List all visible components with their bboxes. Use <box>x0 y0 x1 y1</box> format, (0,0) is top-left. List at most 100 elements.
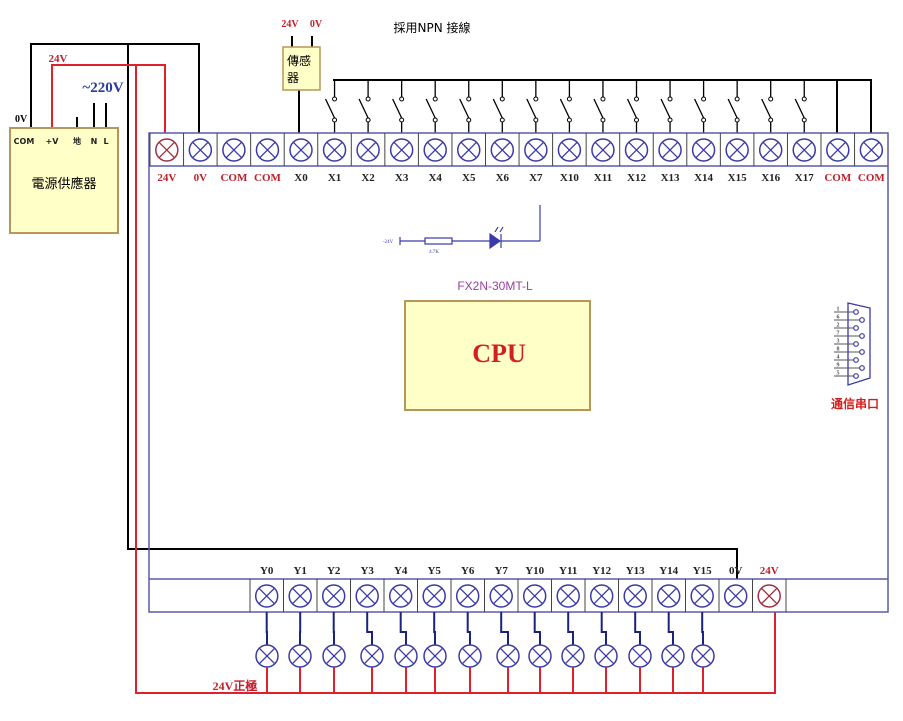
cpu-box <box>404 300 591 411</box>
input-label: X4 <box>428 172 442 184</box>
input-terminal-x7[interactable] <box>524 138 548 162</box>
lamp-wire <box>533 612 541 645</box>
input-switch[interactable] <box>392 80 405 133</box>
output-label: Y15 <box>693 565 712 577</box>
input-switch[interactable] <box>794 80 807 133</box>
led-icon <box>489 232 502 250</box>
lamp-icon <box>561 644 585 668</box>
lamp-wire <box>600 612 607 645</box>
output-lamps <box>255 612 715 693</box>
input-label: X13 <box>661 172 680 184</box>
input-switches <box>324 80 807 133</box>
output-label: Y14 <box>659 565 678 577</box>
input-terminal-x4[interactable] <box>423 138 447 162</box>
db9-pin <box>859 349 865 355</box>
sensor-box <box>282 46 321 91</box>
input-terminal-x2[interactable] <box>356 138 380 162</box>
input-terminal-x17[interactable] <box>792 138 816 162</box>
input-terminal-x12[interactable] <box>624 138 649 162</box>
input-terminal-x6[interactable] <box>490 138 515 162</box>
input-terminal-x13[interactable] <box>658 138 682 162</box>
lamp-wire <box>567 612 574 645</box>
output-terminal-y2[interactable] <box>321 584 346 608</box>
output-terminal-y1[interactable] <box>288 584 312 608</box>
output-terminal-y3[interactable] <box>355 584 379 608</box>
input-switch[interactable] <box>492 80 505 133</box>
output-terminal-y6[interactable] <box>455 584 480 608</box>
input-label: COM <box>254 172 282 184</box>
output-terminal-0v[interactable] <box>723 584 748 608</box>
input-terminal-x15[interactable] <box>725 138 749 162</box>
input-switch[interactable] <box>526 80 539 133</box>
ps-terminal-label: L <box>103 137 108 146</box>
output-label: Y10 <box>525 565 544 577</box>
lamp-icon <box>628 644 652 668</box>
input-switch[interactable] <box>358 80 371 133</box>
sensor-pin-24v: 24V <box>281 19 299 30</box>
ps-terminal-label: N <box>91 137 98 146</box>
output-terminal-y15[interactable] <box>690 584 714 608</box>
output-terminal-y12[interactable] <box>589 584 614 608</box>
db9-pin <box>853 341 859 347</box>
input-terminal-x16[interactable] <box>758 138 783 162</box>
output-terminal-y14[interactable] <box>656 584 681 608</box>
input-switch[interactable] <box>593 80 606 133</box>
input-terminal-x11[interactable] <box>591 138 615 162</box>
input-terminal-com[interactable] <box>859 138 884 162</box>
output-terminal-y7[interactable] <box>489 584 513 608</box>
input-terminal-x1[interactable] <box>322 138 347 162</box>
sensor-label-1: 傳感 <box>287 53 311 68</box>
power-supply-box <box>9 127 119 234</box>
input-switch[interactable] <box>626 80 639 133</box>
input-label: X15 <box>728 172 747 184</box>
output-terminal-y4[interactable] <box>388 584 413 608</box>
input-label: X17 <box>795 172 814 184</box>
input-switch[interactable] <box>324 80 338 133</box>
db9-pin <box>859 333 865 339</box>
input-terminal-x3[interactable] <box>389 138 414 162</box>
input-terminal-x10[interactable] <box>557 138 582 162</box>
output-label: 24V <box>760 565 779 577</box>
output-label: Y4 <box>394 565 408 577</box>
sensor-label-2: 器 <box>287 71 299 85</box>
comm-port-label: 通信串口 <box>831 396 879 411</box>
output-terminal-y13[interactable] <box>623 584 647 608</box>
input-terminal-com[interactable] <box>222 138 246 162</box>
input-label: X3 <box>395 172 409 184</box>
ps-terminal-label: 地 <box>73 136 81 146</box>
output-terminal-24v[interactable] <box>757 584 781 608</box>
input-switch[interactable] <box>459 80 472 133</box>
input-switch[interactable] <box>425 80 438 133</box>
input-terminal-x5[interactable] <box>457 138 481 162</box>
output-terminal-y10[interactable] <box>522 584 547 608</box>
input-label: X12 <box>627 172 646 184</box>
output-label: Y5 <box>427 565 441 577</box>
resistor-label: 4.7K <box>429 250 439 255</box>
input-terminal-com[interactable] <box>255 138 280 162</box>
input-switch[interactable] <box>559 80 572 133</box>
input-label: X14 <box>694 172 713 184</box>
lamp-wire <box>634 612 641 645</box>
switch-common-bus <box>333 79 872 133</box>
output-terminal-y5[interactable] <box>422 584 446 608</box>
ps-terminal-label: COM <box>14 137 35 146</box>
input-label: COM <box>824 172 852 184</box>
input-switch[interactable] <box>727 80 740 133</box>
output-terminal-y11[interactable] <box>556 584 580 608</box>
output-label: Y7 <box>494 565 508 577</box>
output-terminal-y0[interactable] <box>254 584 279 608</box>
input-switch[interactable] <box>694 80 707 133</box>
input-terminal-24v[interactable] <box>155 138 179 162</box>
input-terminal-0v[interactable] <box>188 138 213 162</box>
cpu-label: CPU <box>472 339 526 368</box>
input-label: COM <box>858 172 886 184</box>
input-terminal-x14[interactable] <box>691 138 716 162</box>
input-switch[interactable] <box>761 80 774 133</box>
input-terminal-x0[interactable] <box>289 138 313 162</box>
lamp-icon <box>322 644 346 668</box>
input-terminal-com[interactable] <box>826 138 850 162</box>
input-switch[interactable] <box>660 80 673 133</box>
output-label: Y6 <box>461 565 475 577</box>
